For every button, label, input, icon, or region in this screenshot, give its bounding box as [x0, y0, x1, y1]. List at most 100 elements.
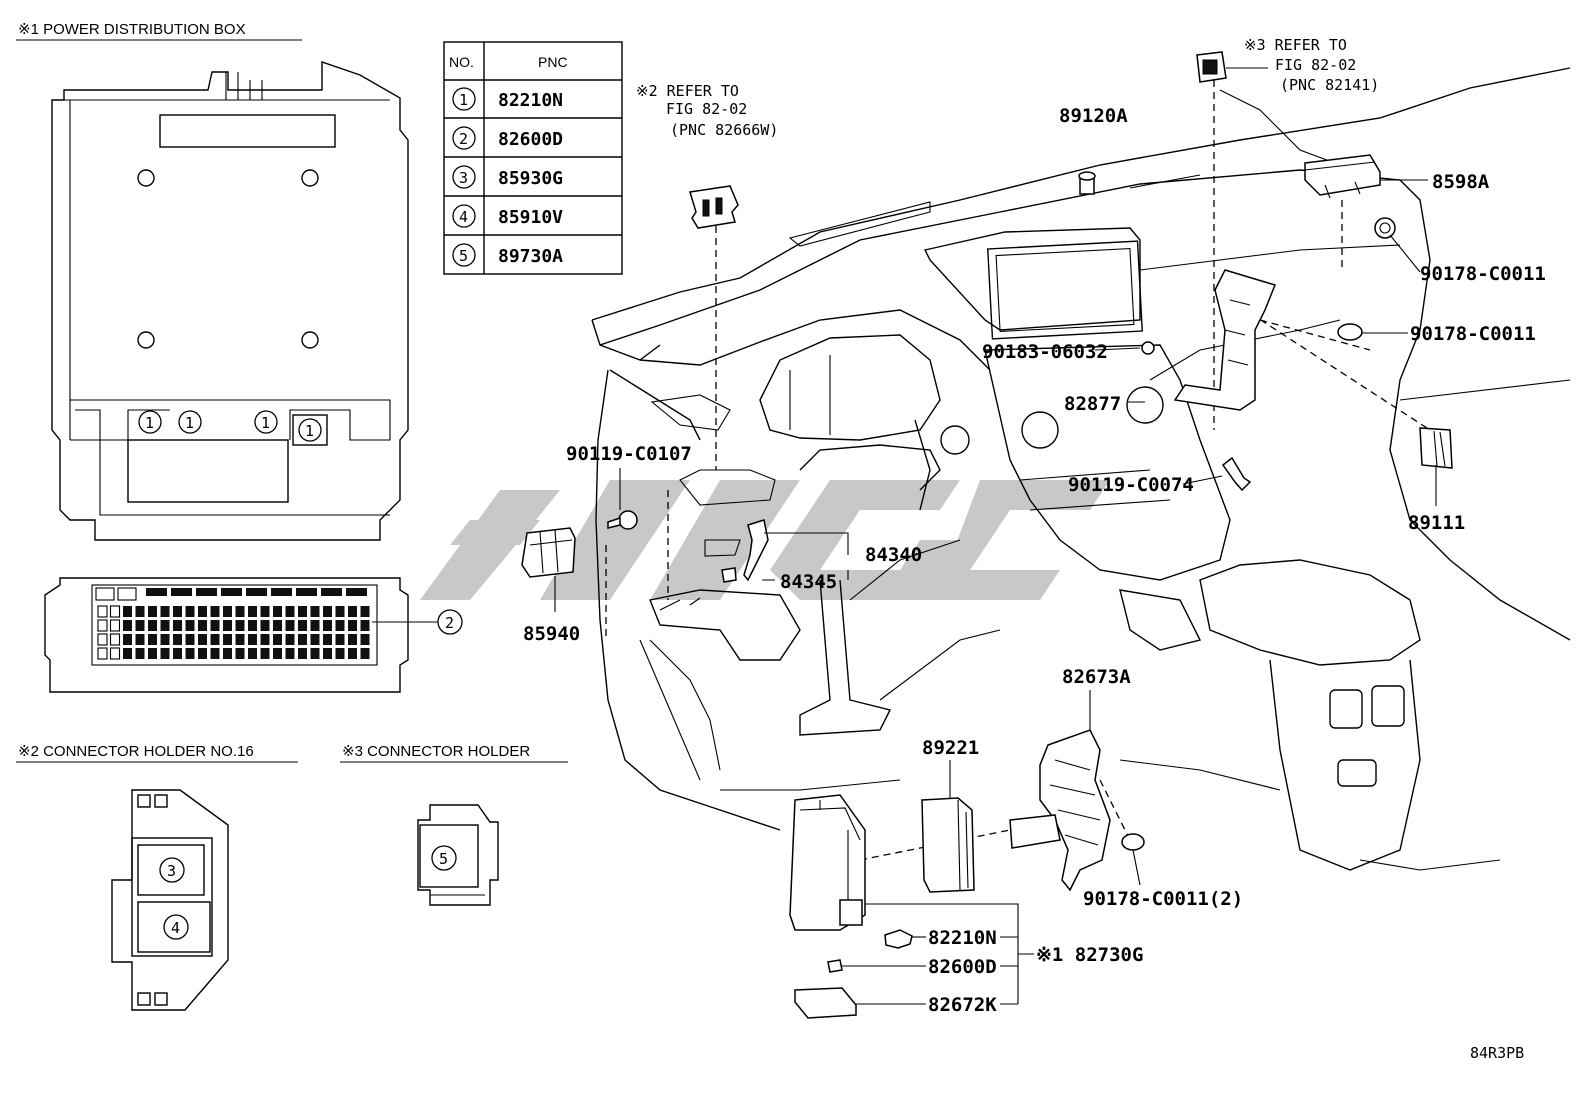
- fuse-cell: [196, 588, 217, 596]
- svg-text:5: 5: [439, 850, 448, 868]
- fuse-cell: [123, 648, 132, 659]
- fuse-cell: [285, 648, 295, 659]
- callout-82877: 82877: [1064, 393, 1121, 415]
- fuse-cell: [223, 620, 232, 631]
- fuse-cell: [260, 648, 270, 659]
- table-header-pnc: PNC: [538, 54, 568, 70]
- fuse-cell: [310, 648, 320, 659]
- fuse-cell: [109, 633, 121, 646]
- fuse-cell: [260, 620, 270, 631]
- fuse-cell: [360, 606, 370, 617]
- callout-89111: 89111: [1408, 512, 1465, 534]
- fuse-cell: [171, 588, 192, 596]
- marker-1-a: 1: [138, 410, 162, 434]
- svg-text:1: 1: [185, 414, 194, 432]
- fuse-cell: [198, 620, 207, 631]
- part-clip-90183: [1141, 341, 1155, 355]
- marker-3: 3: [159, 857, 185, 883]
- part-bolt-90119-c0074: [1221, 456, 1252, 492]
- ref3-line3: (PNC 82141): [1280, 76, 1379, 94]
- part-grommet-90178-a: [1374, 217, 1396, 239]
- fuse-cell: [198, 648, 207, 659]
- callout-82730G: ※1 82730G: [1036, 944, 1143, 966]
- leader-lines: [554, 67, 1437, 1005]
- callout-90178-b: 90178-C0011: [1410, 323, 1536, 345]
- marker-4: 4: [163, 914, 189, 940]
- callout-82600D: 82600D: [928, 956, 997, 978]
- fuse-cell: [273, 648, 282, 659]
- fuse-cell: [173, 648, 182, 659]
- part-8598A: [1304, 154, 1381, 199]
- part-89111: [1419, 427, 1453, 469]
- part-89221: [921, 797, 975, 893]
- fuse-cell: [221, 588, 242, 596]
- fuse-cell: [335, 648, 345, 659]
- fuse-cell: [185, 606, 195, 617]
- callout-82673A: 82673A: [1062, 666, 1131, 688]
- fuse-cell: [310, 634, 320, 645]
- fuse-cell: [298, 620, 307, 631]
- fuse-cell: [246, 588, 267, 596]
- fuse-cell: [223, 606, 232, 617]
- callout-90178-c: 90178-C0011(2): [1083, 888, 1243, 910]
- ref2-line3: (PNC 82666W): [670, 121, 778, 139]
- part-grommet-90178-b: [1337, 323, 1363, 341]
- svg-text:1: 1: [459, 91, 468, 109]
- fuse-cell: [97, 633, 108, 646]
- fuse-cell: [210, 634, 220, 645]
- part-connector-82666w: [689, 185, 739, 229]
- fuse-cell: [148, 634, 157, 645]
- table-row: 1 82210N: [452, 87, 563, 111]
- fuse-cell: [360, 648, 370, 659]
- fuse-cell: [173, 620, 182, 631]
- marker-1-d: 1: [292, 414, 328, 446]
- fuse-cell: [296, 588, 317, 596]
- callout-90178-a: 90178-C0011: [1420, 263, 1546, 285]
- callout-85940: 85940: [523, 623, 580, 645]
- fuse-cell: [323, 620, 332, 631]
- fuse-cell: [185, 634, 195, 645]
- marker-1-b: 1: [178, 410, 202, 434]
- callout-82672K: 82672K: [928, 994, 997, 1016]
- callout-90183: 90183-06032: [982, 341, 1108, 363]
- fuse-cell: [348, 620, 357, 631]
- svg-text:2: 2: [459, 130, 468, 148]
- callout-90119-c0107: 90119-C0107: [566, 443, 692, 465]
- fuse-cell: [223, 634, 232, 645]
- part-grommet-90178-c: [1121, 833, 1145, 851]
- fuse-cell: [97, 647, 108, 660]
- fuse-cell: [198, 634, 207, 645]
- callout-89120A: 89120A: [1059, 105, 1128, 127]
- part-82600D: [827, 959, 843, 973]
- svg-text:1: 1: [305, 422, 314, 440]
- part-bracket: [1173, 269, 1277, 411]
- part-bolt-90119-c0107: [607, 510, 638, 530]
- svg-text:82210N: 82210N: [498, 90, 563, 111]
- holder-title: ※3 CONNECTOR HOLDER: [342, 743, 530, 760]
- fuse-cell: [273, 606, 282, 617]
- fuse-cell: [235, 648, 245, 659]
- svg-text:4: 4: [171, 919, 180, 937]
- callout-89221: 89221: [922, 737, 979, 759]
- ref2-line2: FIG 82-02: [666, 100, 747, 118]
- fuse-cell: [348, 606, 357, 617]
- fuse-cell: [135, 606, 145, 617]
- callout-84340: 84340: [865, 544, 922, 566]
- fuse-cell: [260, 634, 270, 645]
- fuse-cell: [273, 634, 282, 645]
- holder16-title: ※2 CONNECTOR HOLDER NO.16: [18, 743, 254, 760]
- fuse-cell: [123, 606, 132, 617]
- fuse-cell: [310, 620, 320, 631]
- fuse-cell: [248, 634, 257, 645]
- fuse-cell: [135, 648, 145, 659]
- fuse-cell: [123, 620, 132, 631]
- watermark-logo: [420, 480, 1110, 600]
- fuse-cell: [335, 606, 345, 617]
- part-connector-82141: [1196, 51, 1227, 83]
- fuse-cell: [235, 634, 245, 645]
- svg-text:2: 2: [445, 614, 454, 632]
- fuse-cell: [335, 634, 345, 645]
